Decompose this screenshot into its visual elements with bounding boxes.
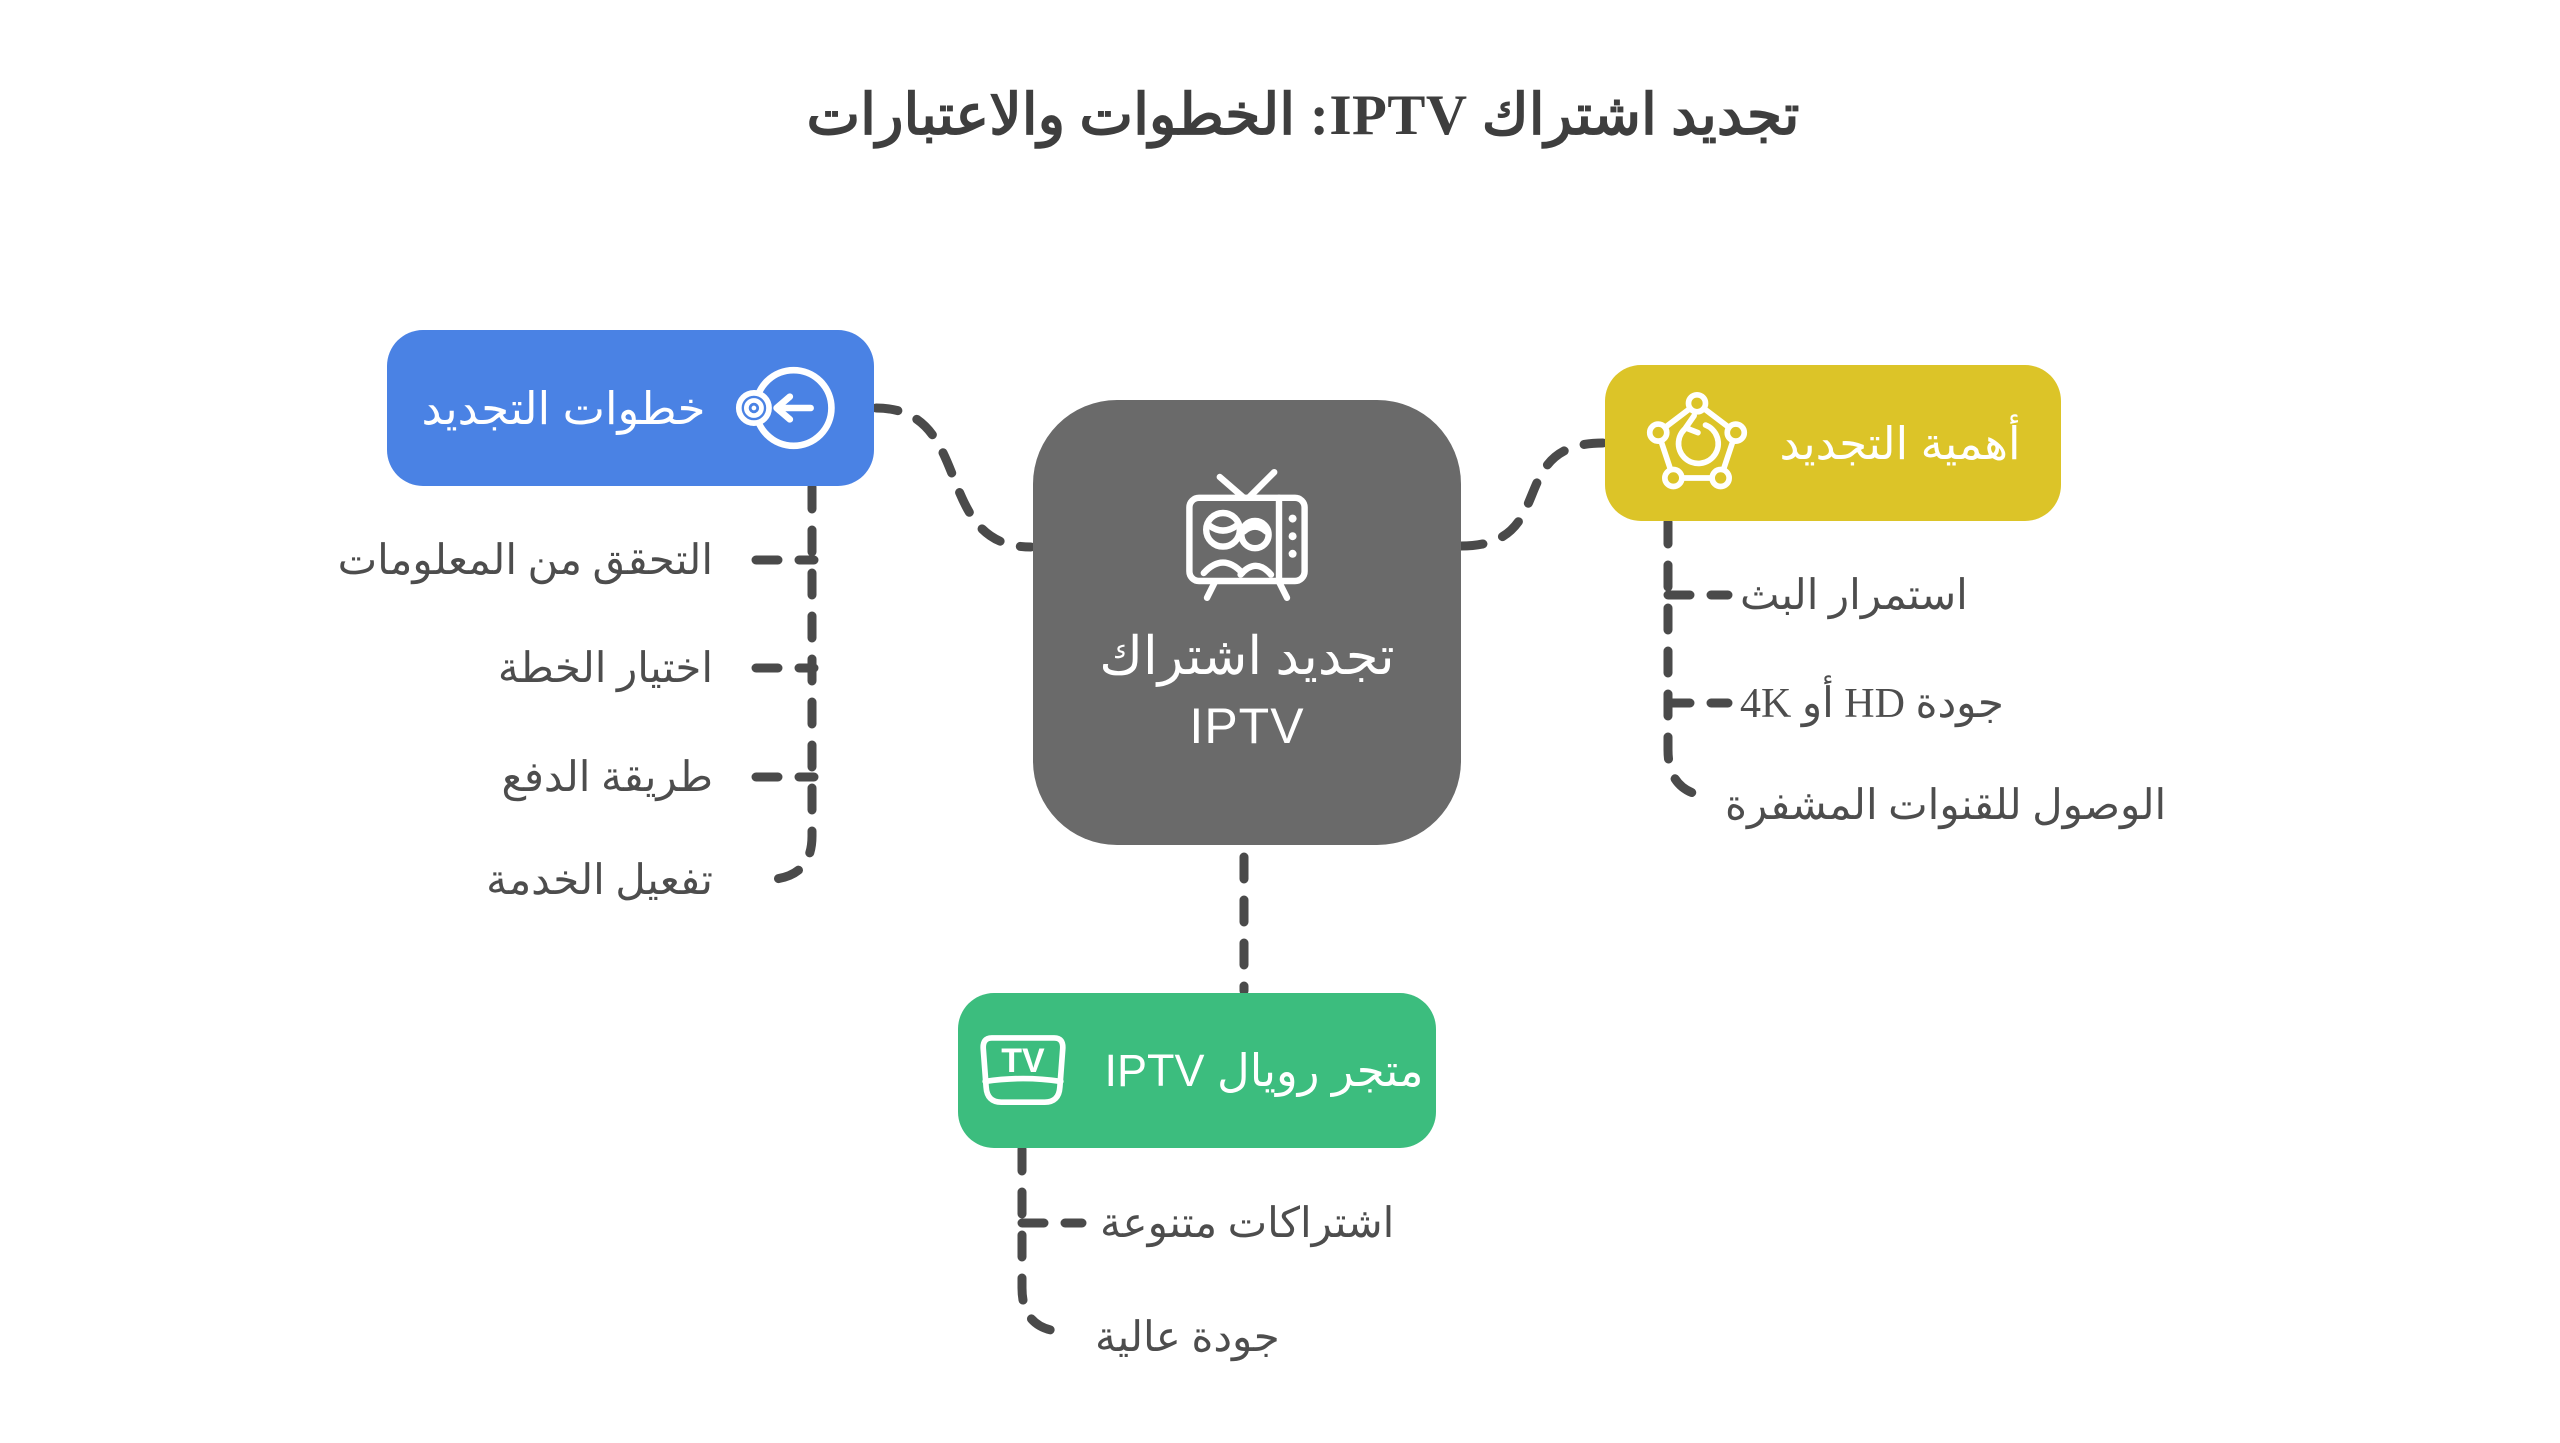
tv-viewers-icon <box>1186 469 1308 601</box>
store-item-high-quality: جودة عالية <box>1095 1315 1280 1361</box>
svg-text:TV: TV <box>1001 1041 1045 1079</box>
steps-item-payment-method: طريقة الدفع <box>501 755 714 801</box>
steps-item-activate-service: تفعيل الخدمة <box>486 858 713 904</box>
center-node-label-ar: تجديد اشتراك <box>1099 628 1395 686</box>
steps-item-choose-plan: اختيار الخطة <box>497 646 713 692</box>
node-center-iptv-renewal: تجديد اشتراك IPTV <box>1033 400 1461 845</box>
importance-item-encrypted-channels: الوصول للقنوات المشفرة <box>1725 783 2167 829</box>
node-royal-store-label: متجر رويال IPTV <box>1104 1045 1424 1096</box>
target-arrow-icon <box>736 366 836 450</box>
importance-item-broadcast-continuity: استمرار البث <box>1740 573 1968 619</box>
node-renewal-importance: أهمية التجديد <box>1605 365 2061 521</box>
importance-item-hd-4k-quality: جودة HD أو 4K <box>1740 681 2004 727</box>
connector-center-to-importance <box>1456 438 1608 551</box>
node-royal-store: TV متجر رويال IPTV <box>958 993 1436 1148</box>
center-node-label-en: IPTV <box>1189 698 1305 754</box>
node-renewal-steps-label: خطوات التجديد <box>421 382 706 434</box>
steps-trunk <box>771 482 817 884</box>
store-trunk <box>1017 1144 1061 1336</box>
connector-steps-to-center <box>871 403 1036 552</box>
pentagon-refresh-icon <box>1647 391 1748 490</box>
node-renewal-importance-label: أهمية التجديد <box>1779 417 2021 469</box>
page-title: تجديد اشتراك IPTV: الخطوات والاعتبارات <box>806 84 1800 147</box>
node-renewal-steps: خطوات التجديد <box>387 330 874 486</box>
store-item-varied-subscriptions: اشتراكات متنوعة <box>1100 1201 1395 1247</box>
tv-box-icon: TV <box>979 1034 1066 1105</box>
importance-trunk <box>1663 517 1709 801</box>
steps-item-verify-info: التحقق من المعلومات <box>337 538 713 584</box>
